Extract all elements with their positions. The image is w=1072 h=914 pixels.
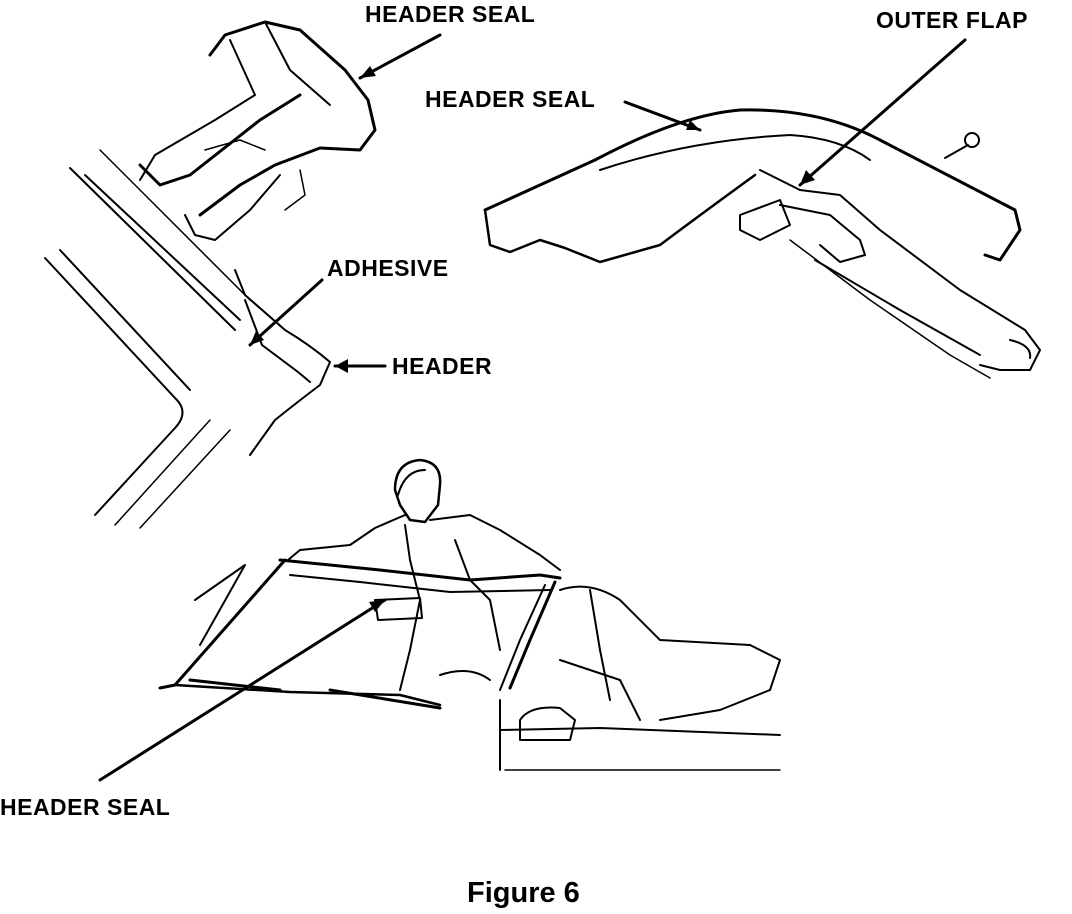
label-header: HEADER	[392, 353, 493, 379]
figure-caption: Figure 6	[467, 877, 580, 909]
label-adhesive: ADHESIVE	[327, 255, 449, 281]
installation-scene	[158, 458, 781, 771]
label-header-seal-top: HEADER SEAL	[365, 1, 536, 27]
label-outer-flap: OUTER FLAP	[876, 7, 1028, 33]
leader-lines	[98, 33, 967, 782]
header-seal-detail	[483, 108, 1041, 379]
label-header-seal-mid: HEADER SEAL	[425, 86, 596, 112]
header-corner-detail	[44, 20, 377, 529]
label-header-seal-bottom: HEADER SEAL	[0, 794, 171, 820]
